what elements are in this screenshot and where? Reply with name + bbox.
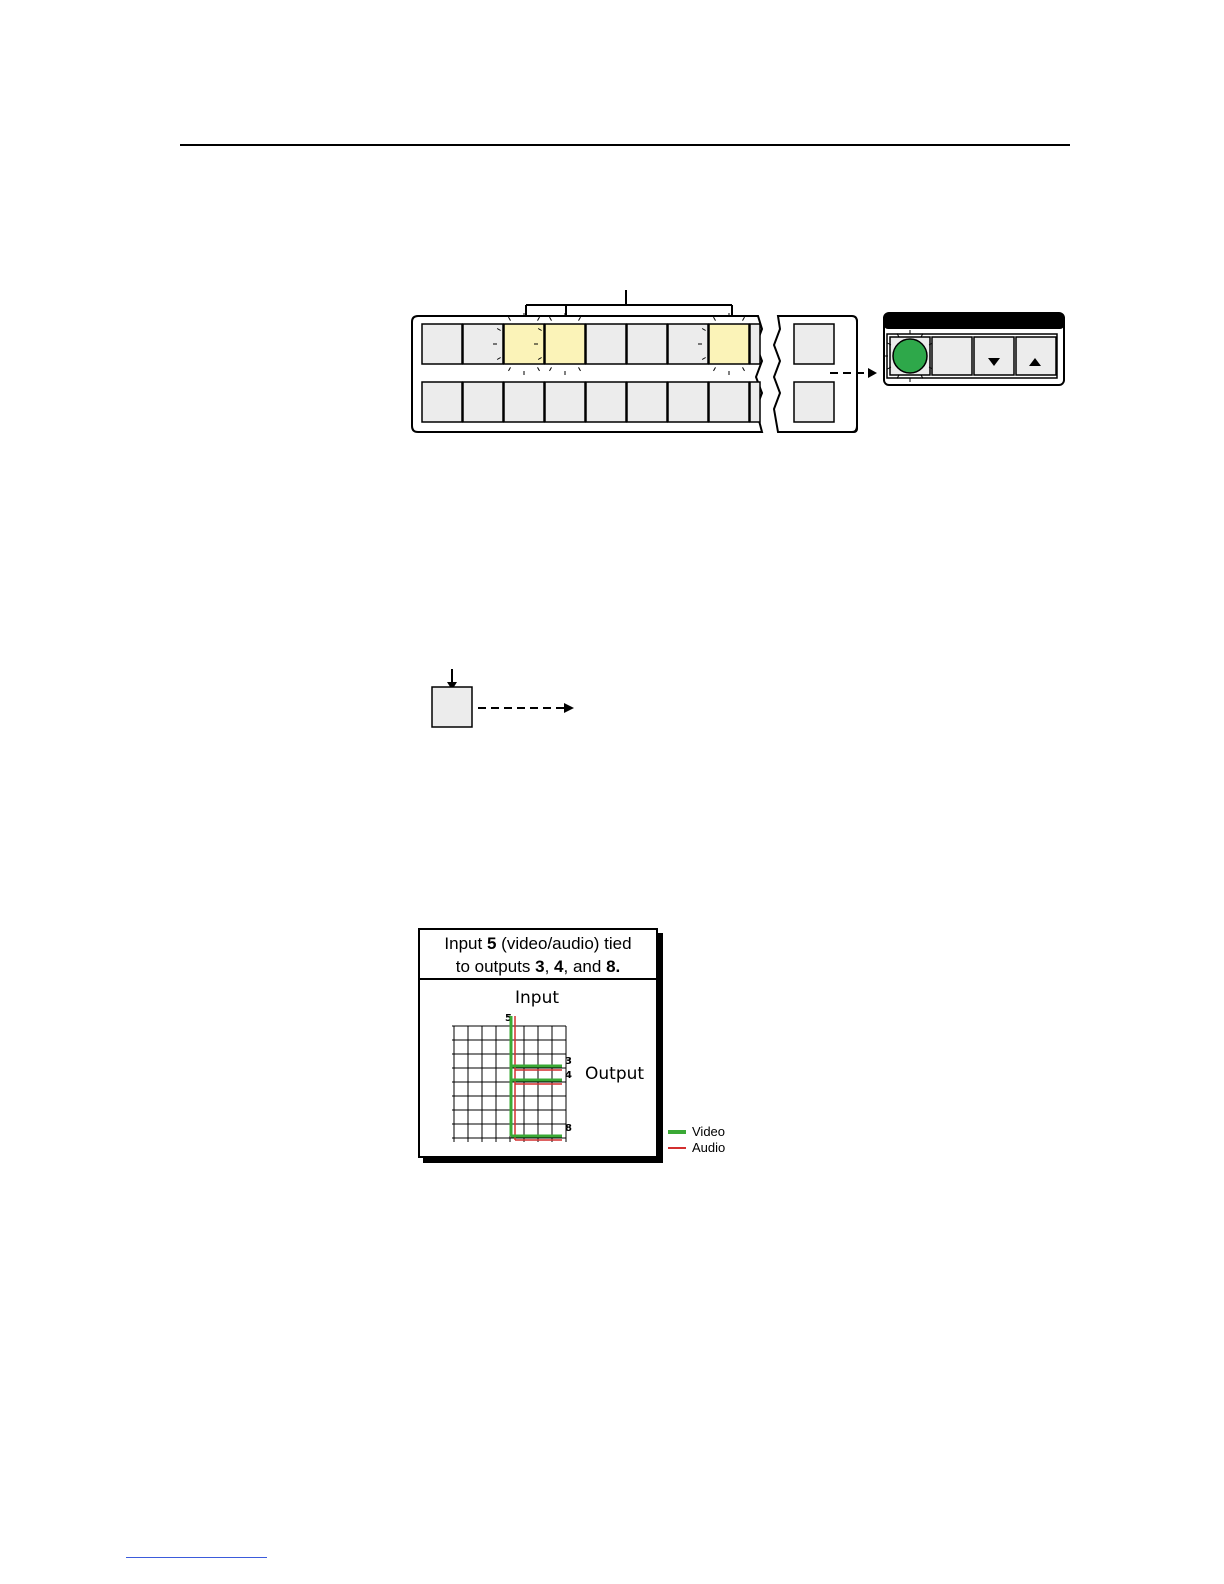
dashed-arrow-head — [564, 703, 574, 713]
output-button[interactable] — [432, 687, 472, 727]
input-button[interactable] — [627, 324, 667, 364]
front-panel-diagram — [400, 285, 1070, 437]
output-button[interactable] — [463, 382, 503, 422]
tie-grid: Input 5 3 4 8 Output — [420, 982, 656, 1156]
output-number: 3 — [535, 957, 544, 976]
title-separator: , and — [564, 957, 607, 976]
audio-swatch — [668, 1147, 686, 1149]
input-label: Input — [515, 988, 559, 1008]
output-button[interactable] — [794, 382, 834, 422]
output-button[interactable] — [586, 382, 626, 422]
input-button[interactable] — [586, 324, 626, 364]
legend-video: Video — [668, 1124, 725, 1140]
tie-title: Input 5 (video/audio) tied to outputs 3,… — [420, 930, 656, 980]
title-text: Input — [444, 934, 487, 953]
single-button-diagram — [420, 665, 590, 735]
output-button[interactable] — [545, 382, 585, 422]
output-button[interactable] — [668, 382, 708, 422]
footer-link-underline[interactable] — [126, 1557, 267, 1558]
up-arrow-button[interactable] — [1016, 337, 1056, 375]
header-rule — [180, 144, 1070, 146]
input-button-lit[interactable] — [545, 324, 585, 364]
output-button[interactable] — [504, 382, 544, 422]
video-swatch — [668, 1130, 686, 1134]
input-button-lit[interactable] — [709, 324, 749, 364]
output-number: 4 — [554, 957, 563, 976]
legend-audio-label: Audio — [692, 1140, 725, 1156]
tie-lines — [511, 1016, 562, 1140]
down-arrow-button[interactable] — [974, 337, 1014, 375]
legend: Video Audio — [668, 1124, 725, 1156]
output-label: Output — [585, 1064, 644, 1084]
input-button[interactable] — [750, 324, 760, 364]
output-number: 8. — [606, 957, 620, 976]
blank-control-button[interactable] — [932, 337, 972, 375]
input-button[interactable] — [794, 324, 834, 364]
enter-button[interactable] — [890, 337, 930, 375]
output-button[interactable] — [709, 382, 749, 422]
legend-video-label: Video — [692, 1124, 725, 1140]
row-label-8: 8 — [565, 1123, 572, 1134]
output-buttons-row — [422, 382, 834, 422]
output-button[interactable] — [750, 382, 760, 422]
output-button[interactable] — [422, 382, 462, 422]
tie-diagram-box: Input 5 (video/audio) tied to outputs 3,… — [418, 928, 658, 1158]
title-text: to outputs — [456, 957, 535, 976]
row-label-3: 3 — [565, 1056, 572, 1067]
title-separator: , — [545, 957, 554, 976]
title-text: (video/audio) tied — [496, 934, 631, 953]
row-label-4: 4 — [565, 1070, 572, 1081]
legend-audio: Audio — [668, 1140, 725, 1156]
output-button[interactable] — [627, 382, 667, 422]
input-button[interactable] — [422, 324, 462, 364]
